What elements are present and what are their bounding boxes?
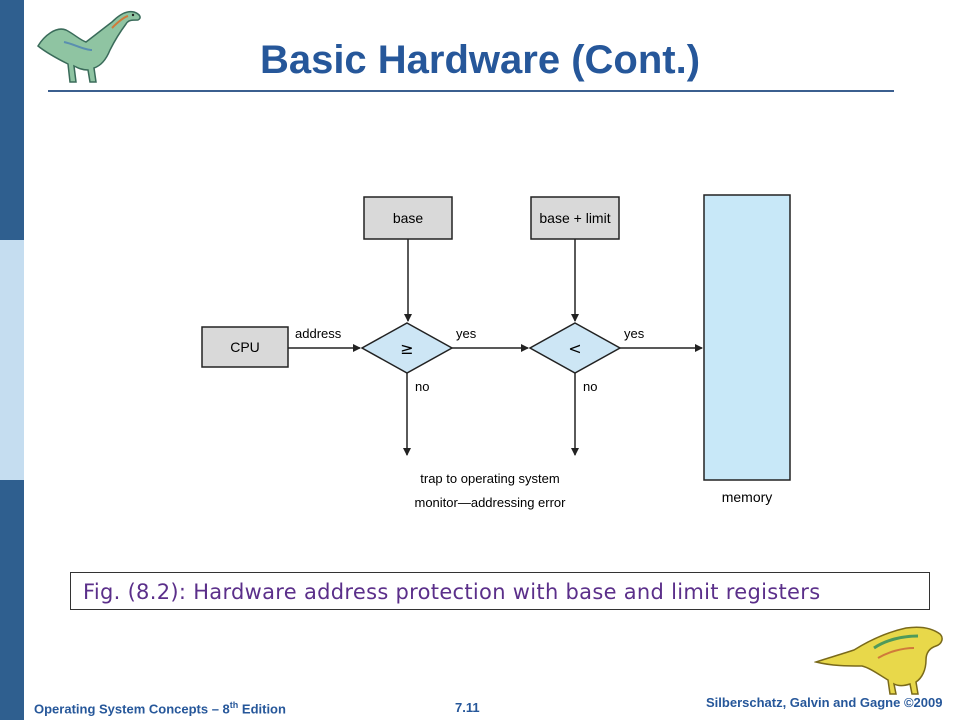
compare2-symbol: < [568, 339, 581, 358]
base-limit-register-box: base + limit [530, 196, 620, 240]
base-limit-label: base + limit [539, 210, 610, 226]
sidebar-middle-stripe [0, 240, 24, 480]
yes1-label: yes [456, 326, 477, 341]
no2-label: no [583, 379, 597, 394]
dinosaur-logo-top [37, 10, 141, 83]
compare1-symbol: ≥ [400, 339, 413, 358]
trap-line1: trap to operating system [420, 471, 559, 486]
dinosaur-logo-bottom [814, 626, 943, 695]
memory-block: memory [703, 194, 791, 505]
yes2-label: yes [624, 326, 645, 341]
address-protection-diagram: base base + limit CPU memory ≥ < address… [201, 194, 791, 510]
cpu-label: CPU [230, 339, 260, 355]
cpu-box: CPU [201, 326, 289, 368]
figure-caption-box: Fig. (8.2): Hardware address protection … [70, 572, 930, 610]
base-register-box: base [363, 196, 453, 240]
footer-book-title: Operating System Concepts – 8th Edition [34, 700, 286, 717]
compare-less-than-diamond: < [528, 322, 622, 374]
figure-caption: Fig. (8.2): Hardware address protection … [83, 580, 821, 604]
trap-line2: monitor—addressing error [414, 495, 566, 510]
footer-page-number: 7.11 [455, 700, 480, 715]
compare-greater-equal-diamond: ≥ [360, 322, 454, 374]
title-underline [48, 90, 894, 92]
slide-title: Basic Hardware (Cont.) [259, 38, 701, 82]
sidebar-top-stripe [0, 0, 24, 240]
base-label: base [393, 210, 424, 226]
memory-label: memory [722, 489, 773, 505]
sidebar-bottom-stripe [0, 480, 24, 720]
footer-authors: Silberschatz, Galvin and Gagne ©2009 [706, 695, 943, 710]
no1-label: no [415, 379, 429, 394]
address-label: address [295, 326, 342, 341]
